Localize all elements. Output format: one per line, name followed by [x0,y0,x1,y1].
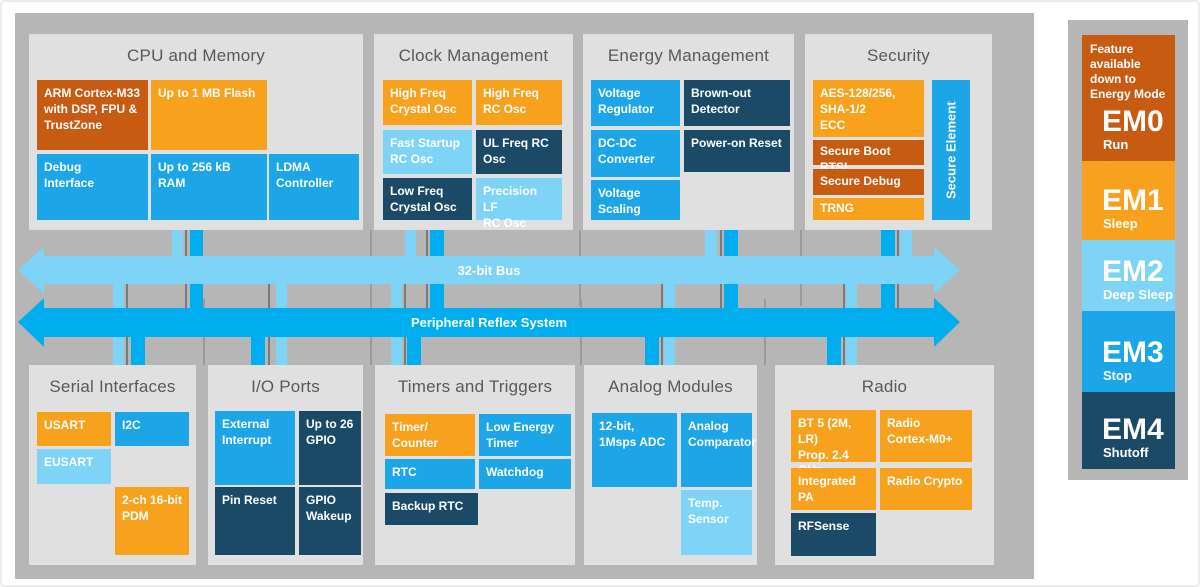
block-pdm: 2-ch 16-bit PDM [115,487,189,555]
bus32-left-arrowhead [18,247,44,294]
legend-em0: Feature available down to Energy Mode EM… [1082,35,1175,161]
block-external-interrupt: External Interrupt [215,411,295,485]
bus-connector [705,230,717,256]
block-arm-cortex-m33: ARM Cortex-M33 with DSP, FPU & TrustZone [37,80,148,150]
section-analog-modules: Analog Modules 12-bit, 1Msps ADC Analog … [584,365,757,565]
em3-label: EM3 [1102,335,1164,369]
block-temp-sensor: Temp. Sensor [681,490,752,555]
block-secure-element: Secure Element [932,80,970,220]
section-title: Radio [861,377,908,396]
block-integrated-pa: Integrated PA [791,468,876,510]
em4-label: EM4 [1102,412,1164,446]
block-rtc: RTC [385,459,475,489]
block-trng: TRNG [813,198,924,220]
bus-connector [251,337,265,365]
legend-em1: EM1 Sleep [1082,161,1175,240]
block-bt5: BT 5 (2M, LR) Prop. 2.4 GHz [791,410,876,477]
section-title: Serial Interfaces [49,377,176,396]
block-voltage-scaling: Voltage Scaling [591,180,680,220]
prs-right-arrowhead [934,298,960,347]
block-adc: 12-bit, 1Msps ADC [592,413,677,487]
block-gpio-wakeup: GPIO Wakeup [299,487,361,555]
block-eusart: EUSART [37,449,111,484]
block-aes-sha-ecc: AES-128/256, SHA-1/2 ECC [813,80,924,137]
bus-connector [131,337,145,365]
prs-bus-label: Peripheral Reflex System [410,315,568,330]
block-fast-startup-rc-osc: Fast Startup RC Osc [383,130,472,174]
block-hf-crystal-osc: High Freq Crystal Osc [383,80,472,125]
bus-connector [900,230,912,256]
em1-label: EM1 [1102,183,1164,217]
bus-32bit: 32-bit Bus [44,256,934,284]
bus32-right-arrowhead [934,247,960,294]
block-rfsense: RFSense [791,513,876,556]
section-title: Timers and Triggers [397,377,553,396]
legend-em4: EM4 Shutoff [1082,392,1175,469]
section-serial-interfaces: Serial Interfaces USART I2C EUSART 2-ch … [29,365,196,565]
em4-sublabel: Shutoff [1103,445,1149,460]
bus-connector [172,230,183,256]
block-lf-crystal-osc: Low Freq Crystal Osc [383,178,472,220]
block-ul-freq-rc-osc: UL Freq RC Osc [476,130,562,174]
section-title: CPU and Memory [127,46,265,65]
block-debug-interface: Debug Interface [37,154,148,220]
block-usart: USART [37,412,111,446]
bus-connector [405,230,416,256]
block-secure-boot-rtsl: Secure Boot RTSL [813,140,924,174]
section-title: Security [866,46,930,65]
bus-peripheral-reflex-system: Peripheral Reflex System [44,308,934,337]
legend-header: Feature available down to Energy Mode [1090,42,1166,101]
block-gpio: Up to 26 GPIO [299,411,361,485]
section-radio: Radio BT 5 (2M, LR) Prop. 2.4 GHz Radio … [775,365,994,565]
em1-sublabel: Sleep [1103,216,1138,231]
section-io-ports: I/O Ports External Interrupt Up to 26 GP… [208,365,363,565]
block-watchdog: Watchdog [479,459,571,489]
block-brown-out-detector: Brown-out Detector [684,80,790,126]
block-hf-rc-osc: High Freq RC Osc [476,80,562,125]
em3-sublabel: Stop [1103,368,1132,383]
block-radio-crypto: Radio Crypto [880,468,972,510]
section-title: Energy Management [607,46,770,65]
section-cpu-and-memory: CPU and Memory ARM Cortex-M33 with DSP, … [29,34,363,230]
block-pin-reset: Pin Reset [215,487,295,555]
block-timer-counter: Timer/ Counter [385,414,475,456]
section-title: I/O Ports [251,377,320,396]
block-flash: Up to 1 MB Flash [151,80,267,150]
block-ldma-controller: LDMA Controller [269,154,359,220]
block-analog-comparator: Analog Comparator [681,413,756,487]
bus-32bit-label: 32-bit Bus [457,262,521,278]
block-radio-cortex-m0: Radio Cortex-M0+ [880,410,972,462]
bus-connector [827,337,841,365]
bus-connector [407,337,421,365]
em2-sublabel: Deep Sleep [1103,287,1174,302]
block-dcdc-converter: DC-DC Converter [591,130,680,177]
em0-label: EM0 [1102,104,1164,138]
block-secure-debug: Secure Debug [813,169,924,195]
section-title: Analog Modules [608,377,733,396]
block-i2c: I2C [115,412,189,446]
block-backup-rtc: Backup RTC [385,493,478,525]
legend-em2: EM2 Deep Sleep [1082,240,1175,311]
block-voltage-regulator: Voltage Regulator [591,80,680,126]
prs-left-arrowhead [18,298,44,347]
section-energy-management: Energy Management Voltage Regulator Brow… [583,34,794,230]
section-timers-and-triggers: Timers and Triggers Timer/ Counter Low E… [375,365,575,565]
em2-label: EM2 [1102,254,1164,288]
em0-sublabel: Run [1103,137,1129,152]
section-security: Security AES-128/256, SHA-1/2 ECC Secure… [805,34,992,230]
block-low-energy-timer: Low Energy Timer [479,414,571,456]
section-title: Clock Management [398,46,549,65]
block-power-on-reset: Power-on Reset [684,130,790,172]
legend-em3: EM3 Stop [1082,311,1175,392]
block-precision-lf-rc-osc: Precision LF RC Osc [476,178,562,230]
block-ram: Up to 256 kB RAM [151,154,267,220]
bus-connector [645,337,659,365]
section-clock-management: Clock Management High Freq Crystal Osc H… [374,34,573,230]
